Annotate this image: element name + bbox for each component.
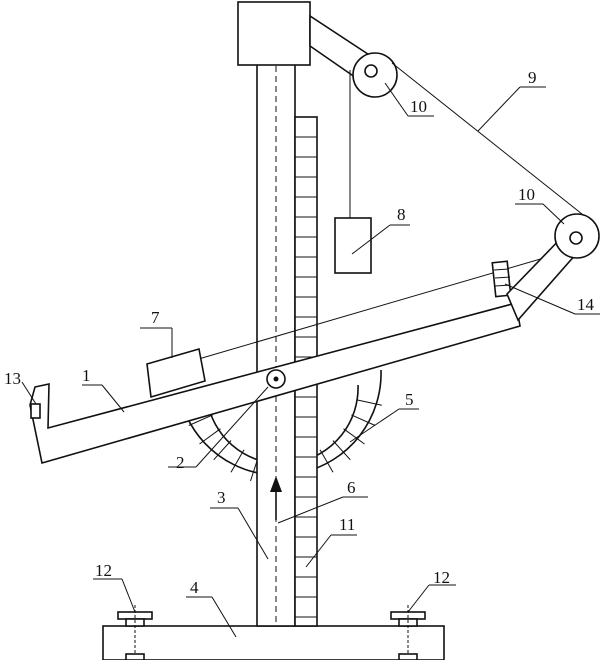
label-pivot: 2 — [176, 453, 185, 472]
slider-block[interactable] — [146, 347, 206, 399]
base-plate — [102, 625, 445, 661]
arc-tick — [188, 414, 213, 426]
label-screw-right: 12 — [433, 568, 450, 587]
arc-tick — [213, 440, 232, 461]
arc-tick — [343, 428, 365, 445]
arc-tick — [332, 440, 351, 461]
label-pulley-top: 10 — [410, 97, 427, 116]
label-clamp: 14 — [577, 295, 595, 314]
label-slider-block: 7 — [151, 308, 160, 327]
label-arc-scale: 5 — [405, 390, 414, 409]
arc-tick — [351, 414, 376, 426]
label-string: 9 — [528, 68, 537, 87]
label-vertical-scale: 11 — [339, 515, 355, 534]
pulley-top — [352, 52, 398, 98]
end-stop — [30, 403, 41, 419]
leader-lines — [21, 82, 600, 638]
pointer — [270, 476, 282, 520]
label-pulley-right: 10 — [518, 185, 535, 204]
arc-tick — [230, 449, 245, 473]
string — [391, 62, 588, 219]
label-beam: 1 — [82, 366, 91, 385]
top-block — [237, 1, 311, 66]
clamp[interactable] — [491, 260, 512, 298]
label-end-stop: 13 — [4, 369, 21, 388]
label-base: 4 — [190, 578, 199, 597]
label-column: 3 — [217, 488, 226, 507]
pivot — [266, 369, 286, 389]
hanging-weight — [334, 217, 372, 274]
pulley-right — [554, 213, 600, 259]
label-pointer: 6 — [347, 478, 356, 497]
arc-tick — [319, 449, 334, 473]
vertical-column — [256, 62, 296, 627]
arc-tick — [356, 399, 382, 406]
arc-tick — [199, 428, 221, 445]
label-screw-left: 12 — [95, 561, 112, 580]
label-weight: 8 — [397, 205, 406, 224]
